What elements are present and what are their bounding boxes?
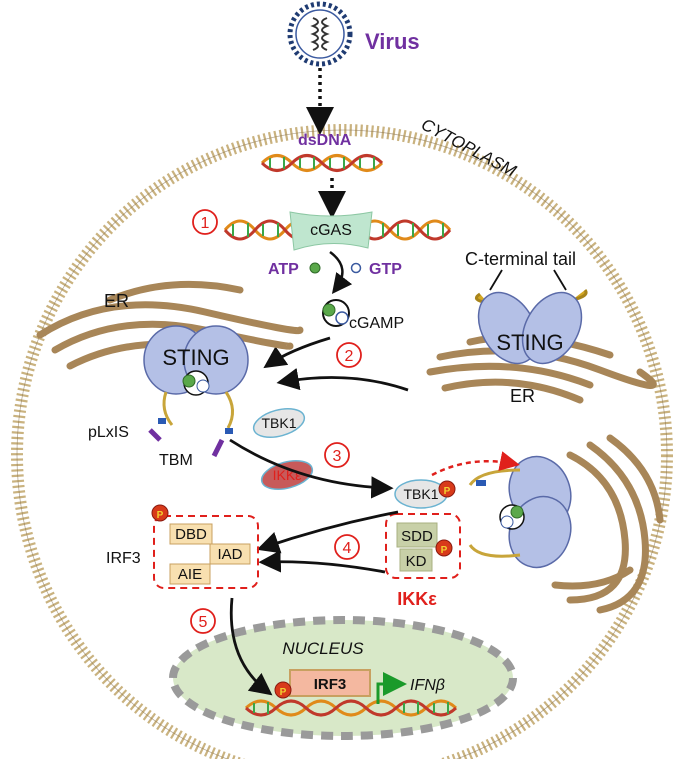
svg-text:4: 4 bbox=[343, 540, 352, 557]
atp-label: ATP bbox=[268, 261, 299, 278]
tbk1-free-label: TBK1 bbox=[261, 415, 296, 431]
nuclear-dna-helix bbox=[244, 699, 458, 717]
sting-left-label: STING bbox=[162, 345, 229, 370]
c-terminal-tail-label: C-terminal tail bbox=[465, 249, 576, 269]
irf3-label: IRF3 bbox=[106, 550, 141, 567]
tbk1-to-irf3-arrow bbox=[256, 510, 399, 554]
svg-text:2: 2 bbox=[345, 348, 354, 365]
gtp-label: GTP bbox=[369, 261, 402, 278]
iad-label: IAD bbox=[217, 546, 242, 563]
step-1-marker: 1 bbox=[192, 209, 218, 235]
er-left-label: ER bbox=[104, 291, 129, 311]
tbk1-bound-label: TBK1 bbox=[403, 486, 438, 502]
atp-molecule bbox=[309, 262, 321, 274]
dbd-label: DBD bbox=[175, 526, 207, 543]
step-3-marker: 3 bbox=[324, 442, 350, 468]
cgamp-to-sting-arrow bbox=[263, 336, 331, 369]
svg-text:P: P bbox=[280, 687, 287, 698]
cgamp-molecule bbox=[322, 299, 350, 327]
irf3-to-nucleus-arrow bbox=[229, 597, 273, 696]
phospho-irf3-nuclear: P bbox=[274, 681, 292, 699]
sting-inactive bbox=[474, 269, 588, 365]
svg-text:3: 3 bbox=[333, 448, 342, 465]
atp-gtp-to-cgamp-arrow bbox=[329, 250, 353, 294]
ikke-to-irf3-arrow bbox=[258, 550, 386, 574]
step-2-marker: 2 bbox=[336, 342, 362, 368]
phospho-irf3: P bbox=[151, 504, 169, 522]
irf3-nuclear-box bbox=[289, 669, 371, 697]
translocation-arrow bbox=[431, 451, 520, 477]
step-4-marker: 4 bbox=[334, 534, 360, 560]
ikke-complex-box bbox=[385, 513, 461, 579]
cell-membrane bbox=[11, 124, 673, 764]
er-sting-to-active-arrow bbox=[276, 368, 409, 392]
iad-domain: IAD bbox=[209, 543, 251, 565]
transcription-arrow bbox=[376, 672, 407, 704]
phospho-ikke: P bbox=[435, 539, 453, 557]
sting-right-label: STING bbox=[496, 330, 563, 355]
phospho-tbk1: P bbox=[438, 480, 456, 498]
ikke-complex-label: IKKε bbox=[397, 589, 437, 609]
dsdna-helix-top bbox=[260, 154, 384, 172]
tbm-label: TBM bbox=[159, 452, 193, 469]
sting-active bbox=[143, 325, 249, 458]
sting-tbk1-complex bbox=[468, 455, 572, 569]
er-right-label: ER bbox=[510, 386, 535, 406]
ifnb-label: IFNβ bbox=[410, 677, 445, 694]
er-right-bottom bbox=[551, 434, 664, 614]
svg-text:P: P bbox=[444, 486, 451, 497]
svg-text:P: P bbox=[157, 510, 164, 521]
aie-label: AIE bbox=[178, 566, 202, 583]
sdd-label: SDD bbox=[401, 528, 433, 545]
irf3-nuclear-label: IRF3 bbox=[314, 676, 347, 693]
sdd-domain: SDD bbox=[396, 522, 438, 548]
tbk1-bound: TBK1 bbox=[394, 479, 448, 509]
tbk1-free: TBK1 bbox=[252, 408, 306, 438]
cgas-enzyme bbox=[289, 211, 373, 251]
cytoplasm-label: CYTOPLASM bbox=[418, 115, 520, 181]
step-5-marker: 5 bbox=[190, 608, 216, 634]
kd-domain: KD bbox=[399, 548, 433, 572]
dbd-domain: DBD bbox=[169, 523, 213, 545]
cgamp-label: cGAMP bbox=[349, 315, 404, 332]
virus-particle bbox=[287, 1, 353, 67]
dsdna-label: dsDNA bbox=[298, 132, 352, 149]
gtp-molecule bbox=[350, 262, 362, 274]
irf3-box bbox=[153, 515, 259, 589]
svg-text:5: 5 bbox=[199, 614, 208, 631]
plxis-label: pLxIS bbox=[88, 424, 129, 441]
virus-label: Virus bbox=[365, 29, 420, 54]
kd-label: KD bbox=[406, 553, 427, 570]
svg-text:P: P bbox=[441, 545, 448, 556]
svg-text:1: 1 bbox=[201, 215, 210, 232]
cgas-label: cGAS bbox=[310, 222, 352, 239]
nucleus-label: NUCLEUS bbox=[282, 639, 364, 658]
aie-domain: AIE bbox=[169, 563, 211, 585]
sting-to-complex-arrow bbox=[229, 438, 394, 499]
